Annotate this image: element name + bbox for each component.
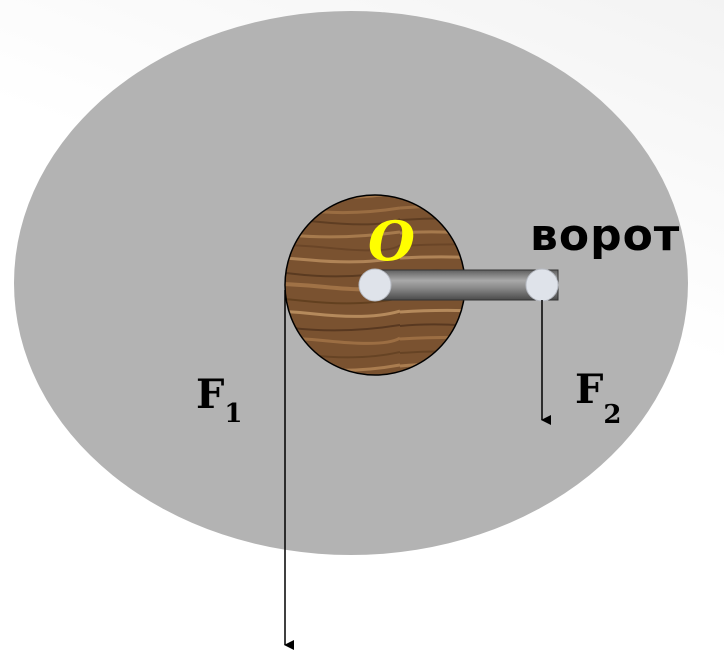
force-label-f1-main: F [196, 371, 224, 418]
force-label-f1-sub: 1 [224, 399, 242, 429]
title-label: ворот [530, 210, 680, 261]
axis-label: O [368, 209, 415, 273]
force-label-f2-main: F [575, 366, 603, 413]
force-label-f1: F1 [196, 371, 243, 429]
handle-joint [525, 268, 559, 302]
force-label-f2-sub: 2 [603, 400, 621, 430]
axle-joint [358, 268, 392, 302]
force-label-f2: F2 [575, 366, 622, 430]
